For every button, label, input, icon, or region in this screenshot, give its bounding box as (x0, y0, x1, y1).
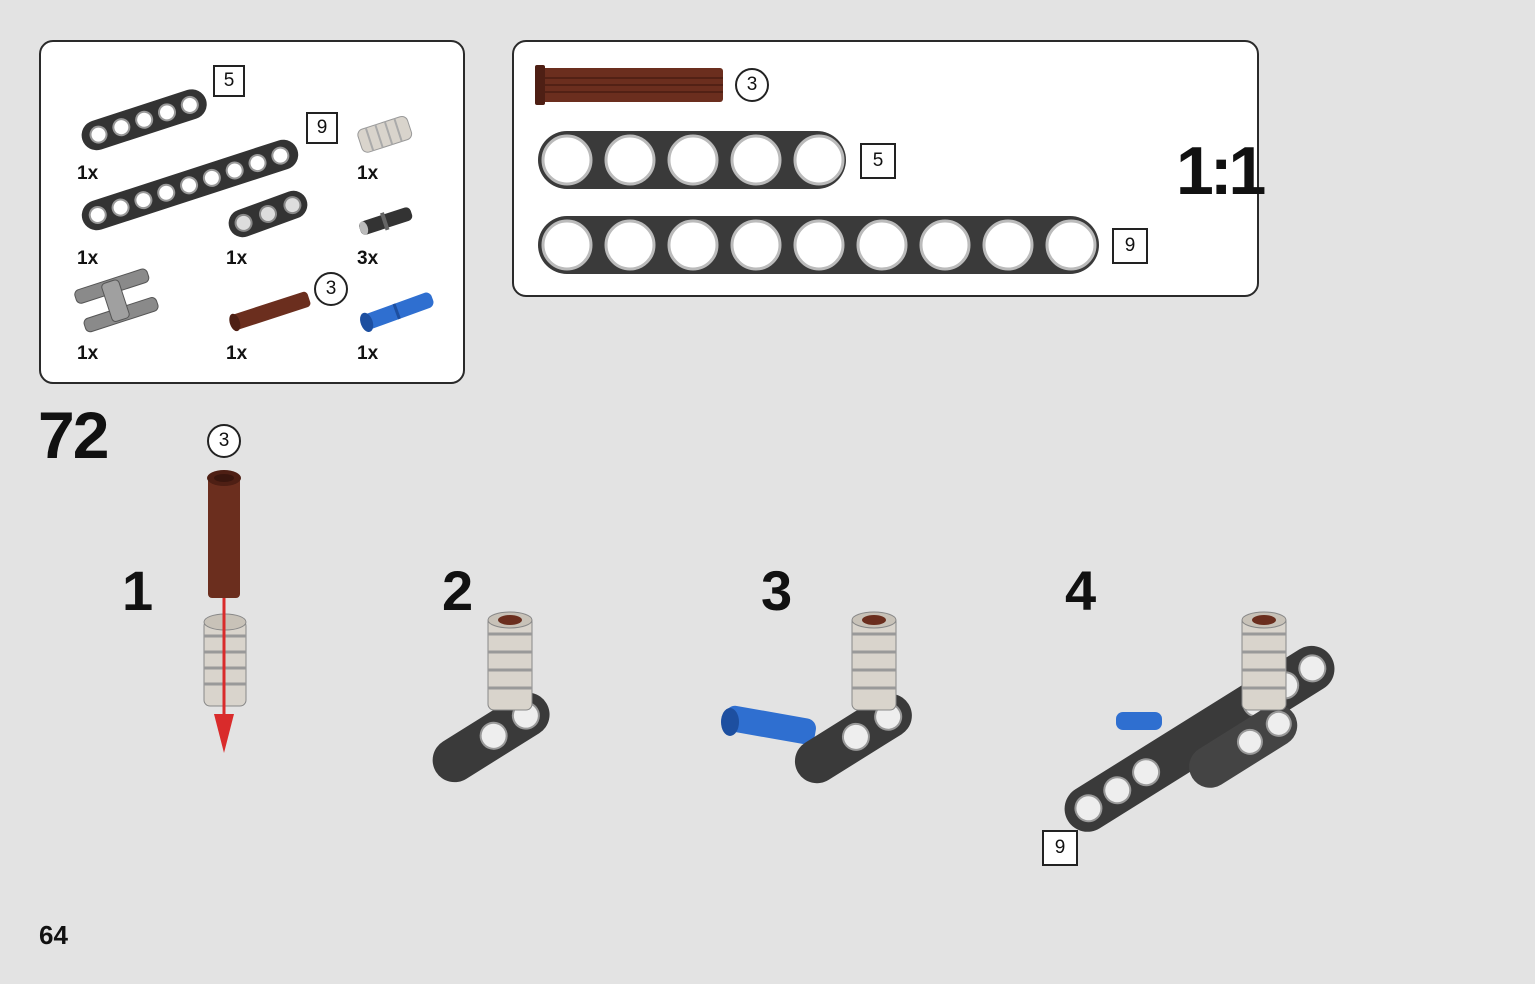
axle-length-label: 3 (314, 272, 348, 306)
beam-3-with-cross-hole-icon (228, 190, 308, 238)
insert-arrow-icon (214, 598, 234, 753)
substep-1-illustration (203, 470, 247, 753)
scale-panel: 3 5 9 1:1 (512, 40, 1266, 297)
scale-axle-label: 3 (735, 68, 769, 102)
scale-beam-9-label: 9 (1112, 228, 1148, 264)
beam-3-qty: 1x (226, 248, 248, 269)
scale-text: 1:1 (1176, 133, 1266, 209)
substep-4-beam-label: 9 (1042, 830, 1078, 866)
beam-9-length-label: 9 (306, 112, 338, 144)
parts-list-panel: 5 1x 9 1x 1x 1x 3x (39, 40, 465, 384)
axle-qty: 1x (226, 343, 248, 364)
double-pin-connector-icon (74, 268, 159, 333)
blue-axle-pin-placed-icon (721, 705, 816, 745)
pin-qty: 3x (357, 248, 379, 269)
beam-5-length-label: 5 (213, 65, 245, 97)
technic-beam-9-icon (81, 139, 299, 231)
bush-qty: 1x (357, 163, 379, 184)
technic-beam-9-1to1-icon (538, 216, 1099, 274)
substep-2-number: 2 (442, 559, 474, 622)
brown-axle-3-icon (229, 291, 311, 332)
beam-5-qty: 1x (77, 163, 99, 184)
technic-beam-9-placed-icon (1064, 645, 1335, 832)
brown-axle-1to1-icon (535, 65, 723, 105)
callout-axle-label: 3 (207, 424, 241, 458)
substep-4-illustration (1064, 611, 1335, 832)
black-pin-icon (359, 207, 413, 235)
connector-qty: 1x (77, 343, 99, 364)
axle-pin-qty: 1x (357, 343, 379, 364)
substep-1-number: 1 (122, 559, 154, 622)
technic-beam-5-1to1-icon (538, 131, 846, 189)
substep-3-illustration (721, 611, 912, 784)
substep-4-number: 4 (1065, 559, 1097, 622)
technic-beam-5-icon (81, 89, 207, 151)
substep-2-illustration (432, 611, 550, 783)
blue-axle-pin-icon (360, 292, 434, 332)
substep-3-number: 3 (761, 559, 793, 622)
beam-9-qty: 1x (77, 248, 99, 269)
light-grey-bush-icon (357, 115, 413, 153)
step-number: 72 (38, 398, 109, 472)
brown-axle-vertical-icon (207, 470, 241, 598)
scale-beam-5-label: 5 (860, 143, 896, 179)
page-number: 64 (39, 920, 68, 950)
